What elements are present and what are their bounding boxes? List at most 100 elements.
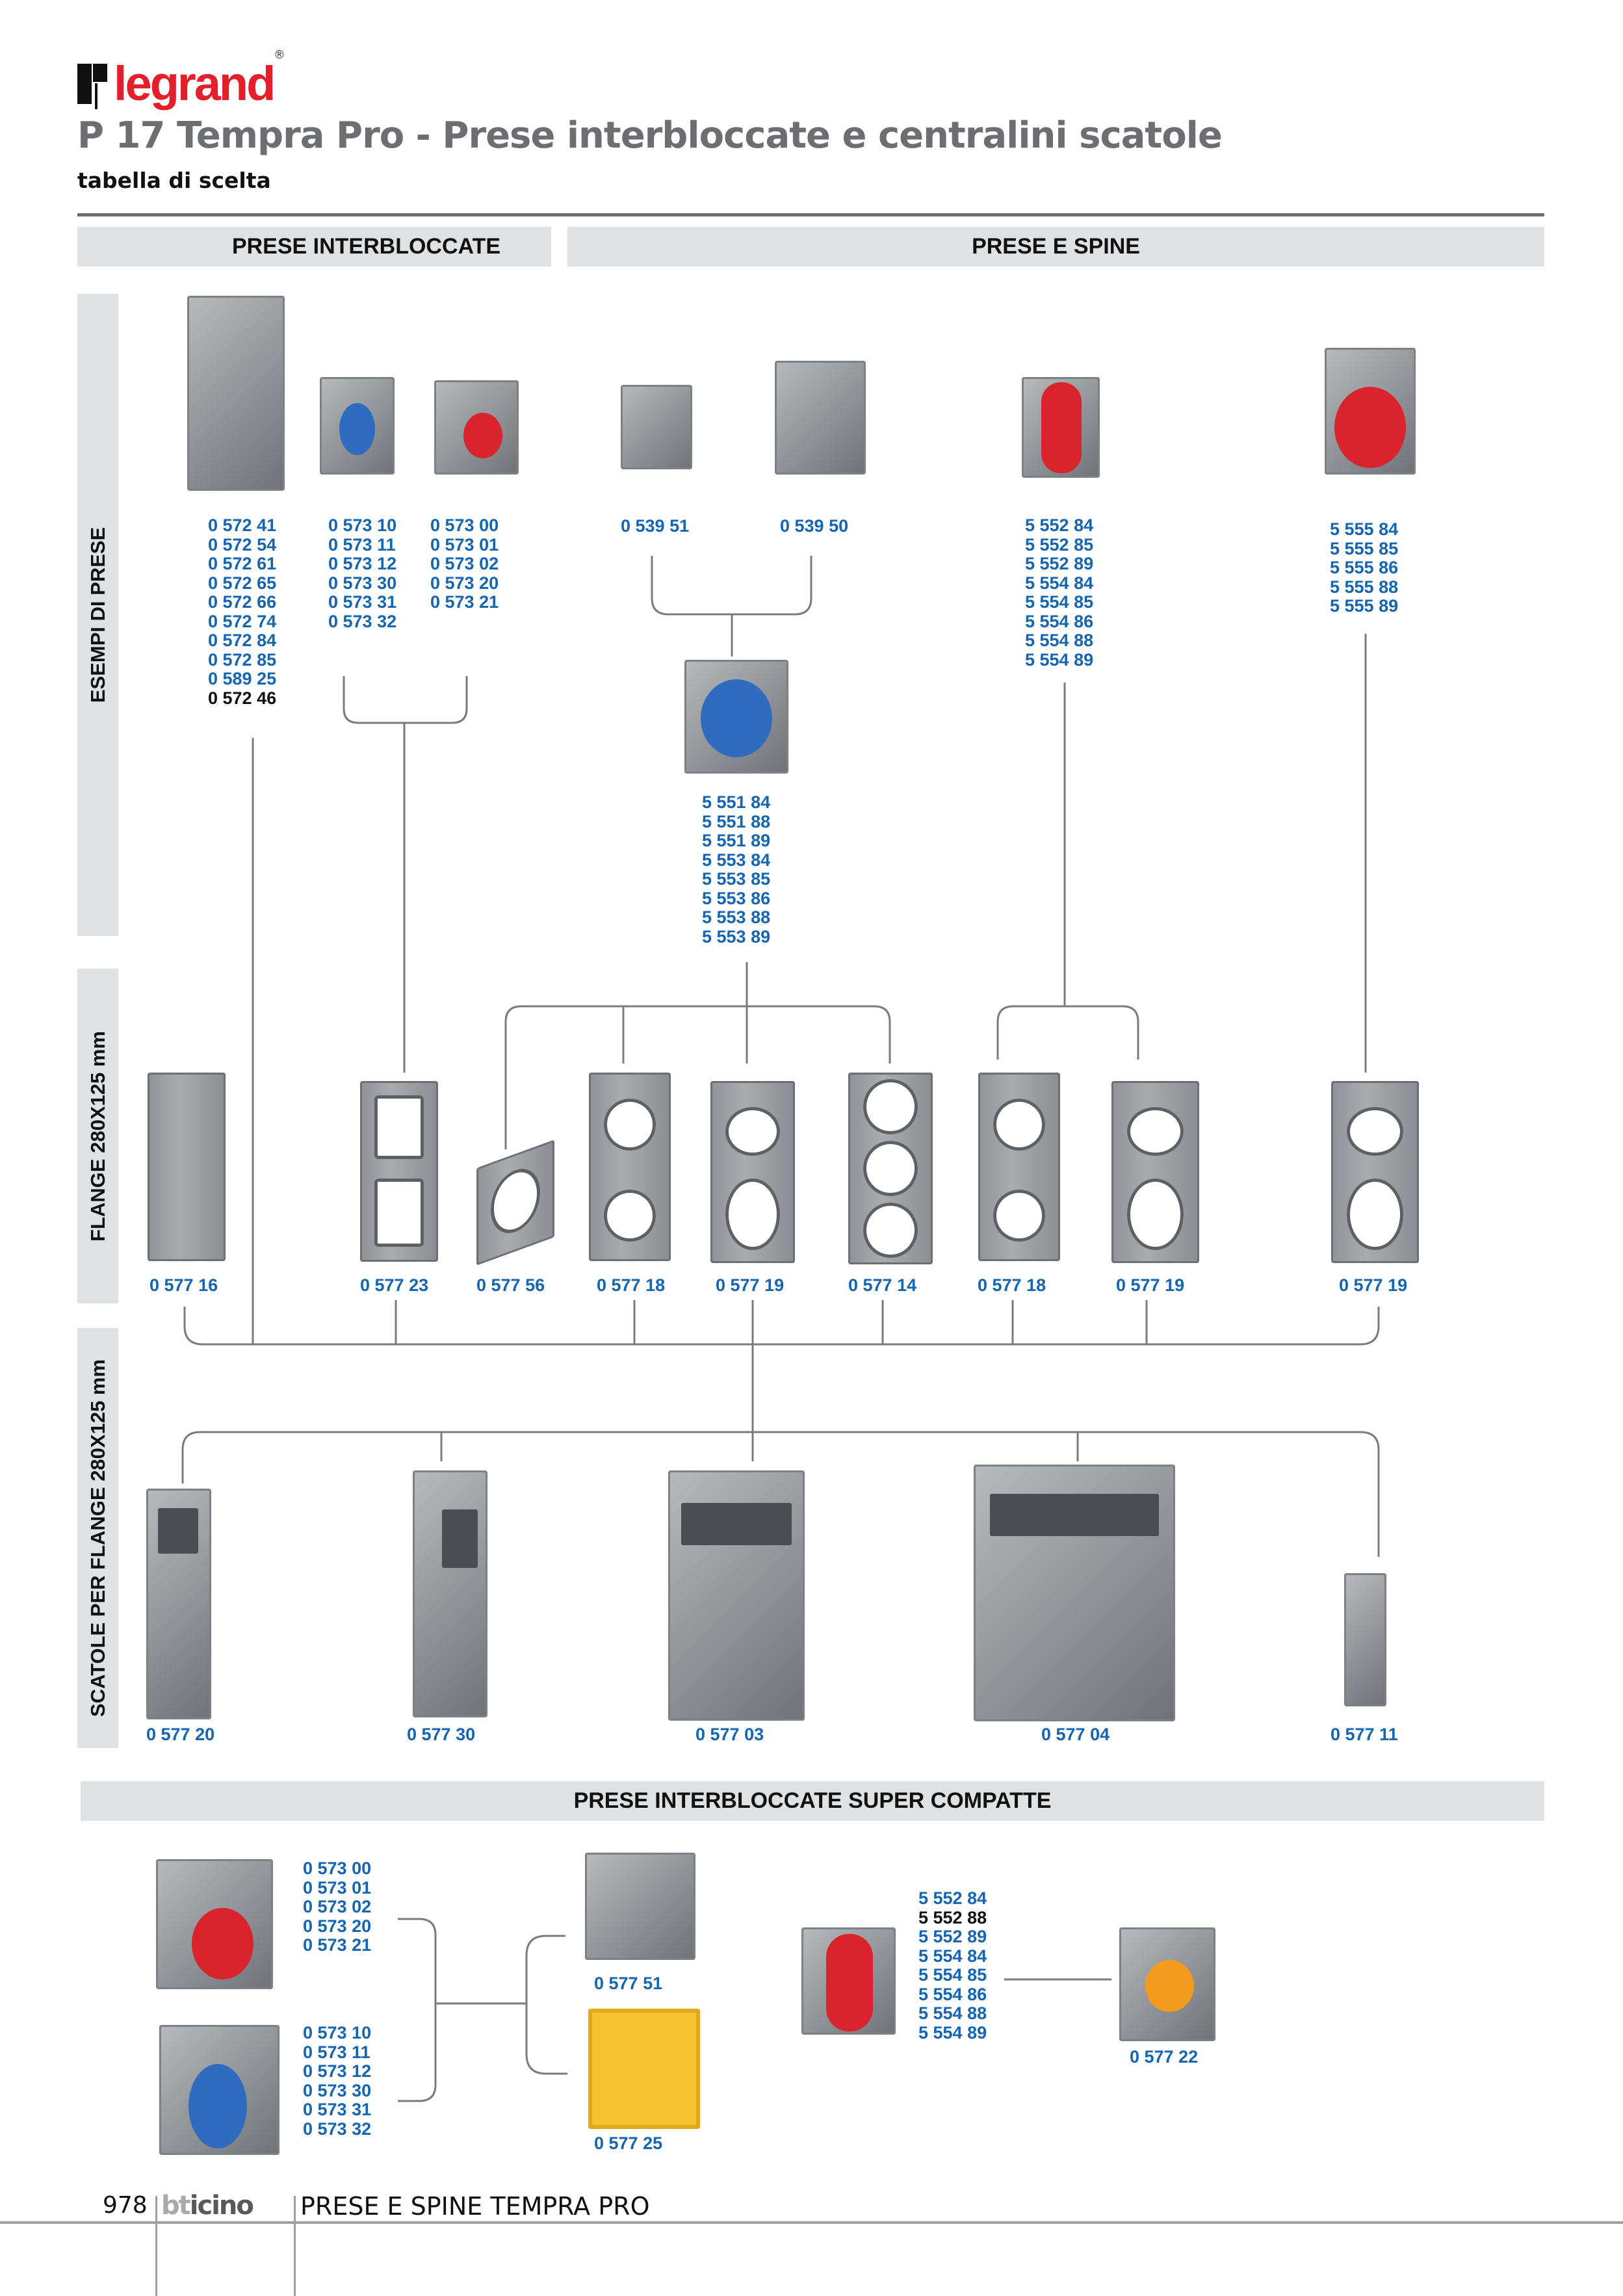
scatola-code: 0 577 20	[146, 1725, 215, 1744]
product-image-interlocked-socket-red	[434, 380, 519, 475]
connector-bracket	[398, 1918, 437, 2102]
product-code: 5 552 85	[1025, 534, 1094, 554]
product-code: 5 552 84	[918, 1888, 987, 1908]
product-code: 0 573 32	[303, 2119, 372, 2139]
product-code: 0 539 50	[780, 516, 849, 536]
product-code: 0 573 21	[303, 1935, 372, 1955]
product-image-flange-2-holes	[1331, 1081, 1419, 1263]
product-code: 0 573 30	[303, 2080, 372, 2100]
product-code: 5 551 88	[702, 811, 771, 831]
product-image-flange-2-holes	[978, 1073, 1060, 1261]
product-code: 5 554 89	[918, 2022, 987, 2042]
product-code: 5 554 84	[918, 1946, 987, 1966]
product-image-socket-0-539-50	[775, 361, 866, 475]
flange-code: 0 577 56	[476, 1275, 545, 1295]
product-code: 5 555 88	[1330, 577, 1399, 597]
scatola-code: 0 577 03	[695, 1725, 764, 1744]
row-label-text: FLANGE 280X125 mm	[86, 1030, 109, 1242]
row-label-scatole: SCATOLE PER FLANGE 280X125 mm	[77, 1328, 118, 1748]
flange-code: 0 577 19	[1116, 1275, 1185, 1295]
product-image-flange-2-holes	[1111, 1081, 1199, 1263]
connector-bracket	[343, 676, 468, 724]
codes-compact-blue: 0 573 10 0 573 11 0 573 12 0 573 30 0 57…	[303, 2023, 372, 2139]
row-label-flange: FLANGE 280X125 mm	[77, 969, 118, 1303]
product-image-socket-0-539-51	[621, 385, 692, 469]
product-code: 0 573 10	[303, 2023, 372, 2042]
product-image-flange-frame	[360, 1081, 438, 1262]
product-code: 0 572 61	[208, 554, 277, 573]
flange-code: 0 577 18	[978, 1275, 1046, 1295]
product-code: 5 554 85	[918, 1965, 987, 1985]
row-label-text: ESEMPI DI PRESE	[86, 527, 109, 703]
product-code: 5 554 89	[1025, 649, 1094, 670]
product-image-enclosure-0-577-03	[668, 1470, 805, 1721]
product-image-flange-2-holes	[710, 1081, 795, 1263]
product-code: 5 553 89	[702, 926, 771, 946]
bticino-logo-part: icino	[189, 2191, 254, 2221]
product-code: 5 554 88	[1025, 631, 1094, 650]
section-header-prese-interbloccate: PRESE INTERBLOCCATE	[77, 227, 551, 267]
product-code: 0 572 84	[208, 631, 277, 650]
connector-bracket	[504, 1005, 891, 1149]
product-image-flange-blank	[148, 1073, 226, 1261]
product-code: 0 573 31	[303, 2100, 372, 2119]
box-code: 0 577 25	[594, 2133, 663, 2153]
flange-code: 0 577 23	[360, 1275, 429, 1295]
product-code: 5 554 85	[1025, 592, 1094, 612]
connector-bus	[183, 1307, 1380, 1346]
codes-group-5: 5 551 84 5 551 88 5 551 89 5 553 84 5 55…	[702, 792, 771, 946]
product-code: 0 573 20	[430, 573, 499, 593]
bticino-logo-part: bt	[161, 2191, 191, 2221]
product-code: 0 573 31	[328, 592, 397, 612]
product-image-enclosure-0-577-11	[1344, 1573, 1386, 1706]
product-code: 0 572 66	[208, 592, 277, 612]
section-header-prese-e-spine: PRESE E SPINE	[567, 227, 1544, 267]
codes-group-1: 0 572 41 0 572 54 0 572 61 0 572 65 0 57…	[208, 515, 277, 708]
registered-mark: ®	[275, 48, 284, 61]
product-code: 0 573 01	[303, 1877, 372, 1898]
product-image-flange-3-holes	[848, 1073, 933, 1264]
product-code: 5 554 84	[1025, 573, 1094, 593]
product-image-interlocked-socket-enclosure	[187, 296, 285, 491]
codes-socket-red: 5 552 84 5 552 88 5 552 89 5 554 84 5 55…	[918, 1888, 987, 2042]
codes-group-7: 5 555 84 5 555 85 5 555 86 5 555 88 5 55…	[1330, 519, 1399, 616]
product-image-box-orange	[1119, 1927, 1215, 2041]
scatola-code: 0 577 11	[1331, 1725, 1398, 1744]
product-code: 0 573 01	[430, 534, 499, 554]
flange-code: 0 577 16	[149, 1275, 218, 1295]
flange-code: 0 577 19	[716, 1275, 785, 1295]
product-image-socket-red-compact	[801, 1927, 896, 2035]
product-image-compact-socket-blue	[159, 2025, 279, 2155]
product-code: 5 555 89	[1330, 596, 1399, 616]
product-code: 0 573 12	[328, 554, 397, 573]
codes-group-6: 5 552 84 5 552 85 5 552 89 5 554 84 5 55…	[1025, 515, 1094, 670]
product-code: 0 573 02	[303, 1897, 372, 1916]
product-code: 0 573 00	[430, 515, 499, 535]
legrand-logo-text: legrand	[114, 57, 276, 111]
product-image-flange-adapter-plate	[476, 1140, 554, 1266]
row-label-esempi: ESEMPI DI PRESE	[77, 294, 118, 936]
product-image-enclosure-0-577-20	[146, 1489, 211, 1719]
product-image-interlocked-socket-blue	[320, 377, 395, 475]
footer-divider	[294, 2196, 296, 2296]
product-code: 5 552 89	[918, 1927, 987, 1946]
page-title: P 17 Tempra Pro - Prese interbloccate e …	[77, 114, 1223, 157]
product-code: 0 572 85	[208, 649, 277, 670]
product-code: 5 555 86	[1330, 558, 1399, 577]
product-code: 5 554 86	[918, 1984, 987, 2004]
product-code: 0 573 10	[328, 515, 397, 535]
header-divider	[77, 213, 1544, 216]
footer-rule	[0, 2221, 1623, 2224]
product-code: 5 555 85	[1330, 538, 1399, 558]
product-code-highlighted: 5 552 88	[918, 1907, 987, 1927]
box-code: 0 577 51	[594, 1974, 663, 1993]
product-code: 5 553 84	[702, 850, 771, 870]
codes-group-2: 0 573 10 0 573 11 0 573 12 0 573 30 0 57…	[328, 515, 397, 631]
footer-section-title: PRESE E SPINE TEMPRA PRO	[300, 2192, 650, 2221]
product-image-enclosure-0-577-04	[974, 1465, 1175, 1721]
flange-code: 0 577 19	[1339, 1275, 1408, 1295]
page-number: 978	[103, 2192, 148, 2219]
product-code: 5 553 86	[702, 888, 771, 908]
product-code: 0 573 02	[430, 554, 499, 573]
section-header-label: PRESE E SPINE	[972, 234, 1140, 259]
